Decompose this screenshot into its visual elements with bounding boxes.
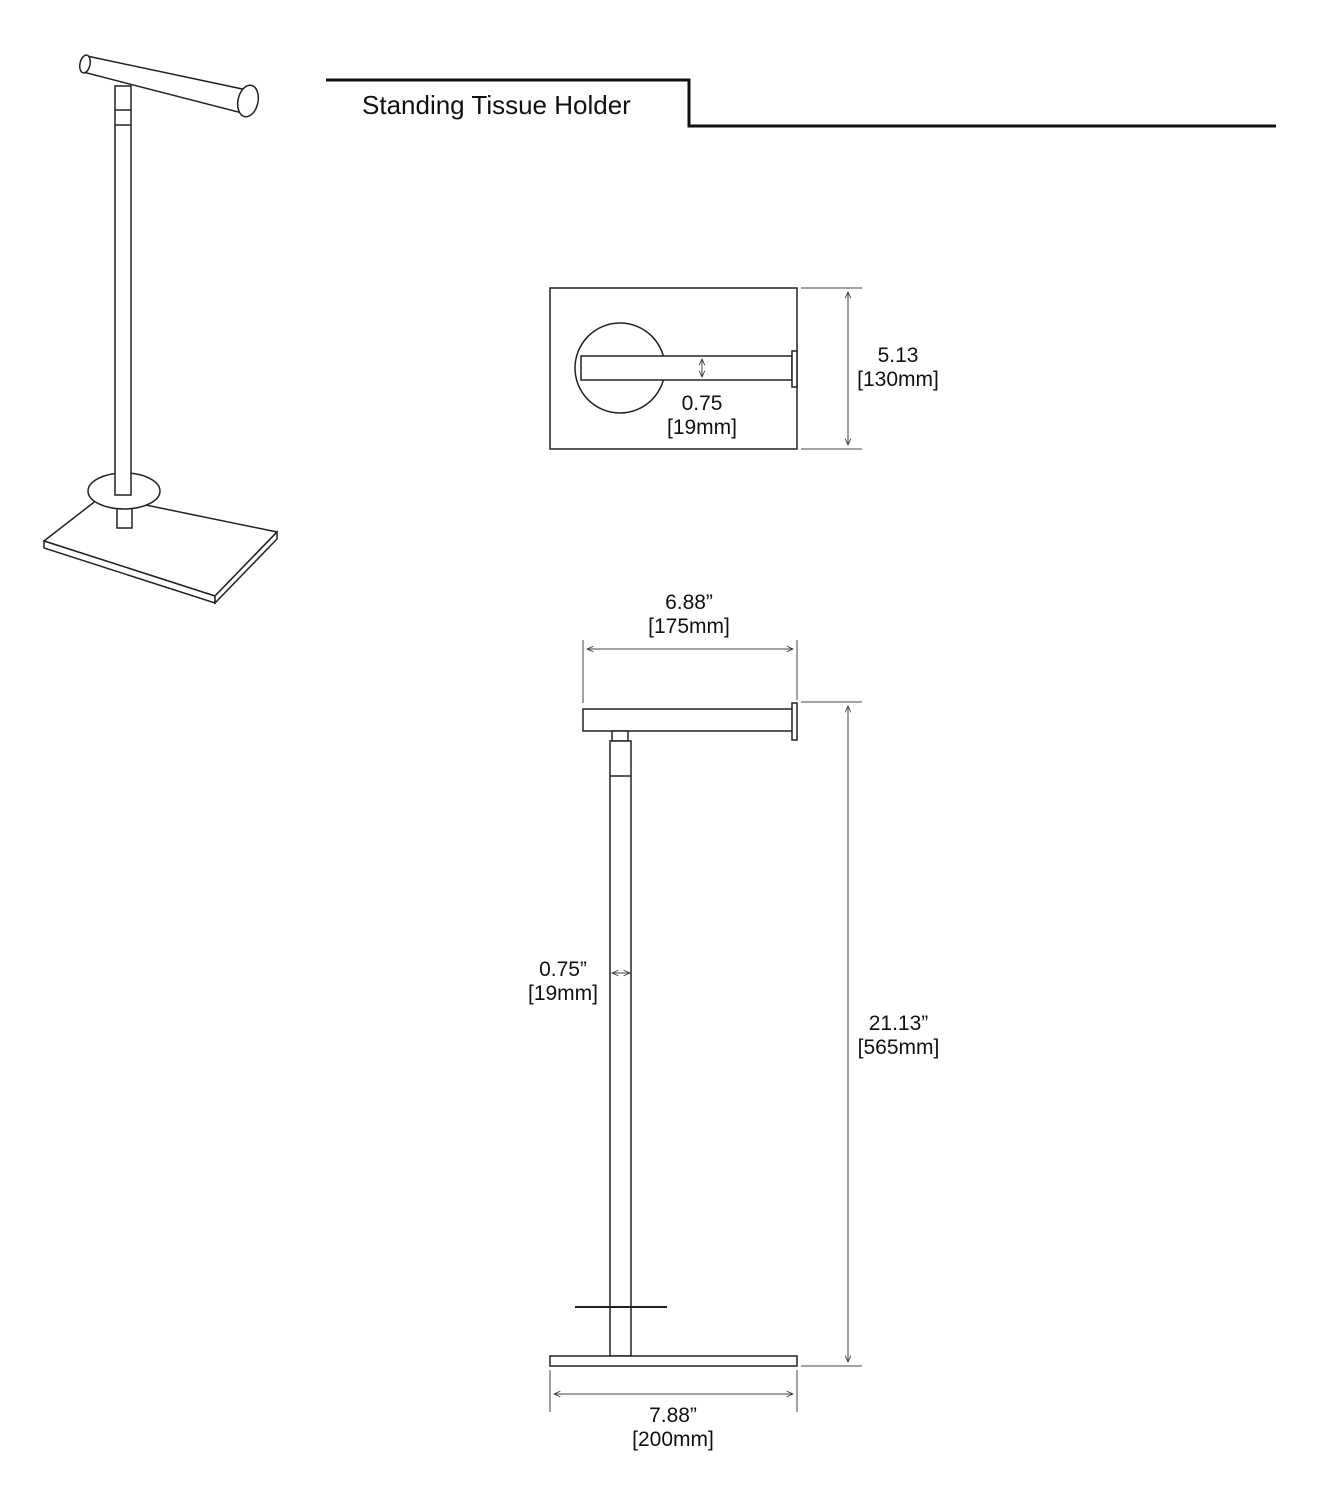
dim-bar-width-imperial: 6.88” [665, 591, 713, 614]
dim-top-rod-metric: [19mm] [666, 416, 737, 439]
dim-top-rod-imperial: 0.75 [681, 392, 723, 415]
perspective-view [42, 54, 279, 605]
title-frame-line [326, 78, 1276, 128]
front-bar [582, 708, 794, 732]
dim-base-width-label: 7.88” [200mm] [618, 1404, 728, 1452]
iso-bar [82, 55, 248, 114]
dim-total-height-label: 21.13” [565mm] [846, 1012, 951, 1060]
dim-bar-width-label: 6.88” [175mm] [634, 591, 744, 639]
page-title: Standing Tissue Holder [362, 90, 631, 120]
dim-total-height-imperial: 21.13” [868, 1012, 929, 1035]
dim-bar-width-metric: [175mm] [648, 615, 730, 638]
dim-total-height-metric: [565mm] [857, 1036, 940, 1059]
iso-pole [114, 85, 132, 496]
dim-base-width-metric: [200mm] [632, 1428, 714, 1451]
front-pivot [611, 730, 629, 742]
iso-base-side [214, 530, 278, 605]
dim-top-height-imperial: 5.13 [877, 344, 919, 367]
dim-top-height-metric: [130mm] [857, 368, 939, 391]
dim-top-height-label: 5.13 [130mm] [848, 344, 948, 392]
top-view-bar [580, 355, 793, 381]
top-view-end-cap [791, 350, 798, 388]
front-end-cap [791, 702, 798, 741]
dim-pole-metric: [19mm] [527, 982, 598, 1005]
front-base [549, 1355, 798, 1367]
top-view [549, 287, 798, 450]
front-pole [609, 740, 632, 1357]
front-view [549, 702, 798, 1367]
dim-top-rod-label: 0.75 [19mm] [652, 392, 752, 440]
dim-base-width-imperial: 7.88” [649, 1404, 697, 1427]
dim-pole-imperial: 0.75” [539, 958, 587, 981]
iso-end-cap [236, 84, 260, 118]
dim-pole-label: 0.75” [19mm] [513, 958, 613, 1006]
